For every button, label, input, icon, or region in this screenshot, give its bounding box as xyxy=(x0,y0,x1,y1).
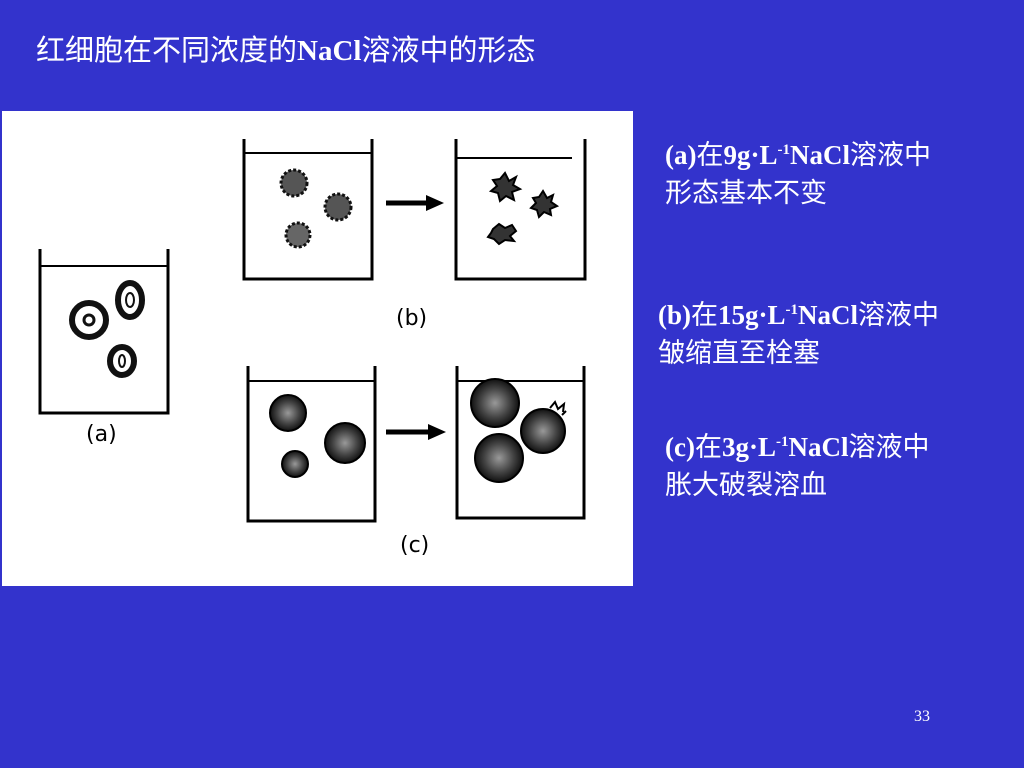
description-b-line1: (b)在15g·L-1NaCl溶液中 xyxy=(658,296,939,335)
label-c: (c) xyxy=(400,533,429,558)
red-blood-cell-figure: (b) (c) (a) xyxy=(2,111,633,586)
desc-a-exponent: -1 xyxy=(777,142,791,158)
label-a: (a) xyxy=(86,422,117,447)
desc-c-exponent: -1 xyxy=(775,434,789,450)
description-c: (c)在3g·L-1NaCl溶液中 胀大破裂溶血 xyxy=(665,428,929,505)
title-text-2: 溶液中的形态 xyxy=(361,33,536,67)
beaker-b-before xyxy=(242,139,374,281)
page-number: 33 xyxy=(914,708,930,725)
desc-b-suffix: 溶液中 xyxy=(858,300,940,331)
title-text-1: 红细胞在不同浓度的 xyxy=(36,33,298,67)
desc-b-exponent: -1 xyxy=(785,302,799,318)
hemolysed-cells-c xyxy=(470,378,567,483)
desc-c-solute: NaCl xyxy=(788,432,849,462)
label-b: (b) xyxy=(396,306,427,331)
beaker-c-after xyxy=(455,366,586,520)
arrow-c xyxy=(386,424,446,440)
desc-a-suffix: 溶液中 xyxy=(850,140,931,171)
description-c-result: 胀大破裂溶血 xyxy=(665,470,827,501)
slide-title: 红细胞在不同浓度的NaCl溶液中的形态 xyxy=(36,30,535,71)
title-nacl: NaCl xyxy=(297,35,362,67)
desc-c-prefix: 在 xyxy=(694,432,722,463)
desc-b-concentration: 15g·L xyxy=(718,300,786,330)
desc-a-solute: NaCl xyxy=(790,140,850,170)
normal-cells-a xyxy=(69,280,145,378)
desc-c-suffix: 溶液中 xyxy=(848,432,930,463)
desc-b-prefix: 在 xyxy=(691,300,718,331)
desc-a-label: (a) xyxy=(665,140,697,170)
desc-c-concentration: 3g·L xyxy=(721,432,776,462)
desc-c-label: (c) xyxy=(665,432,695,462)
desc-a-prefix: 在 xyxy=(696,140,724,171)
description-b: (b)在15g·L-1NaCl溶液中 皱缩直至栓塞 xyxy=(658,296,939,373)
swollen-cells-c xyxy=(269,394,366,478)
description-a-line1: (a)在9g·L-1NaCl溶液中 xyxy=(665,136,931,175)
beaker-b-after xyxy=(454,139,587,281)
description-a: (a)在9g·L-1NaCl溶液中 形态基本不变 xyxy=(665,136,931,213)
description-b-result: 皱缩直至栓塞 xyxy=(658,338,820,369)
beaker-a xyxy=(38,249,170,415)
desc-a-concentration: 9g·L xyxy=(723,140,778,170)
desc-b-solute: NaCl xyxy=(798,300,859,330)
beaker-c-before xyxy=(246,366,377,523)
arrow-b xyxy=(386,195,444,211)
description-c-line1: (c)在3g·L-1NaCl溶液中 xyxy=(665,428,929,467)
cells-b-before xyxy=(279,168,353,249)
description-a-result: 形态基本不变 xyxy=(665,178,827,209)
crenated-cells-b xyxy=(486,171,560,246)
desc-b-label: (b) xyxy=(658,300,691,330)
